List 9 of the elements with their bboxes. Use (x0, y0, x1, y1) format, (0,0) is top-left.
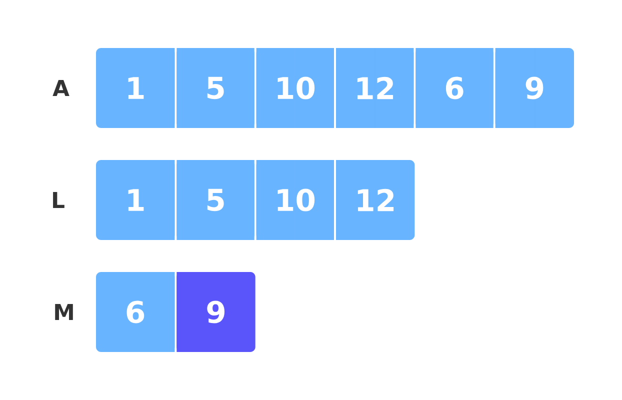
array-cell: 9 (176, 272, 256, 352)
array-cell: 6 (416, 48, 494, 128)
row-label: L (53, 192, 64, 208)
row-label: A (52, 80, 70, 96)
array-cell: 5 (176, 48, 254, 128)
array-cell: 6 (96, 272, 175, 352)
array-cell: 12 (336, 160, 415, 240)
row-label: M (55, 304, 73, 320)
array-cell: 5 (176, 160, 254, 240)
